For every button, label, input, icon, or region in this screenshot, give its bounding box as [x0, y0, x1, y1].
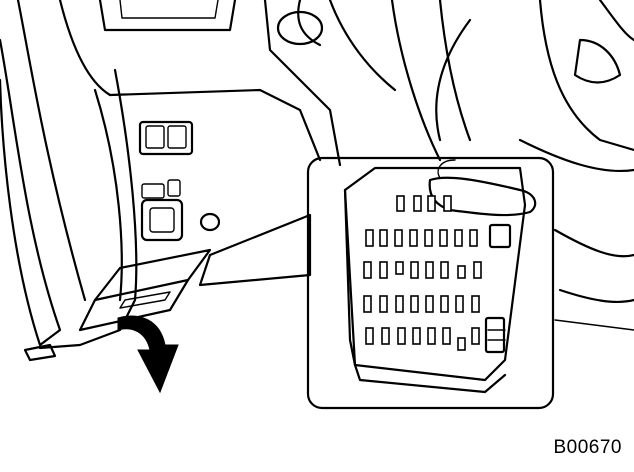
figure-reference-code: B00670	[553, 437, 622, 458]
fuse-box-enlarged	[343, 159, 537, 394]
curved-arrow-down-icon	[117, 315, 179, 394]
switch-cluster	[138, 120, 221, 242]
zoom-callout	[198, 156, 555, 410]
steering-column	[263, 0, 634, 331]
fuse-grid	[363, 195, 482, 351]
dashboard-left-panel	[0, 0, 322, 362]
fuse-box-lid	[78, 248, 212, 332]
